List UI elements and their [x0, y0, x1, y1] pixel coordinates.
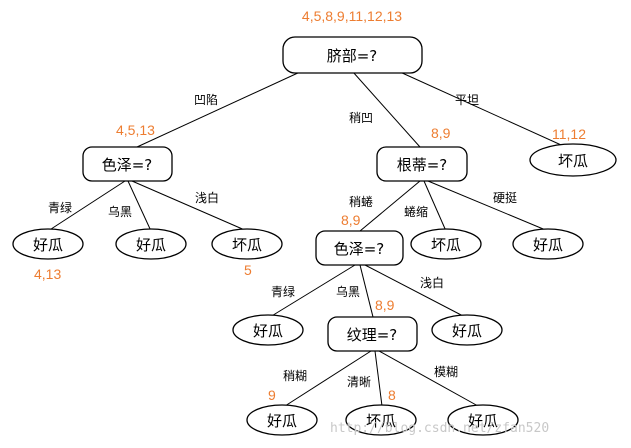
- node-label: 色泽=?: [102, 156, 153, 174]
- leaf-node-ellipse: [410, 228, 482, 260]
- edge-label-aoxian: 凹陷: [194, 92, 218, 107]
- edge-label-wuhei2: 乌黑: [336, 284, 360, 299]
- decision-node-box: [315, 230, 404, 266]
- edge-texture-to-leaf-qingxi: [374, 350, 383, 407]
- edge-root-to-root-stem: [352, 71, 421, 148]
- sample-label-good-qinglv1: 4,13: [34, 266, 61, 282]
- leaf-node-bad-flat: 坏瓜: [529, 143, 617, 177]
- decision-node-box: [327, 316, 418, 352]
- node-label: 好瓜: [267, 412, 297, 430]
- edge-root-to-color1: [136, 71, 301, 148]
- leaf-node-ellipse: [12, 228, 84, 260]
- node-label: 坏瓜: [431, 236, 461, 254]
- node-label: 好瓜: [452, 322, 482, 340]
- sample-label-root: 4,5,8,9,11,12,13: [302, 8, 402, 24]
- node-label: 好瓜: [253, 322, 283, 340]
- leaf-node-ellipse: [232, 314, 304, 346]
- leaf-node-bad-qingxi: 坏瓜: [345, 404, 417, 436]
- decision-node-box: [376, 146, 468, 182]
- edge-label-shaoao: 稍凹: [349, 111, 373, 125]
- sample-label-texture: 8,9: [375, 297, 395, 313]
- node-label: 好瓜: [468, 412, 498, 430]
- edge-label-wuhei1: 乌黑: [108, 204, 132, 219]
- decision-node-texture: 纹理=?: [327, 316, 418, 352]
- edge-color2-to-leaf-qianbai: [364, 264, 466, 318]
- watermark: http://blog.csdn.net/zfan520: [330, 421, 549, 436]
- sample-labels: 4,5,8,9,11,12,13 4,5,13 8,9 11,12 4,13 5…: [34, 8, 586, 403]
- edge-color2-to-leaf-qinglv: [269, 264, 356, 318]
- sample-label-color1: 4,5,13: [116, 122, 155, 138]
- edge-root-to-leaf-bad-flat: [399, 71, 571, 150]
- leaf-node-ellipse: [529, 143, 617, 177]
- node-label: 坏瓜: [232, 236, 262, 254]
- leaf-node-good-qianbai2: 好瓜: [431, 314, 503, 346]
- edge-lines: [47, 71, 571, 407]
- leaf-node-good-shaohu: 好瓜: [246, 404, 318, 436]
- node-label: 好瓜: [33, 236, 63, 254]
- decision-node-box: [282, 36, 423, 74]
- edge-root-stem-to-leaf-quansuo: [423, 180, 447, 232]
- leaf-node-good-qinglv2: 好瓜: [232, 314, 304, 346]
- edge-texture-to-leaf-mohu: [378, 350, 479, 407]
- leaf-node-good-wuhei1: 好瓜: [115, 228, 187, 260]
- edge-color1-to-leaf-qianbai: [131, 180, 248, 232]
- edge-color1-to-leaf-qinglv: [47, 180, 126, 232]
- node-label: 好瓜: [533, 236, 563, 254]
- leaf-node-bad-quansuo: 坏瓜: [410, 228, 482, 260]
- decision-node-color1: 色泽=?: [82, 146, 173, 182]
- edge-label-qinglv1: 青绿: [48, 200, 72, 215]
- sample-label-bad-qingxi: 8: [388, 387, 396, 403]
- edge-color1-to-leaf-wuhei: [127, 180, 152, 232]
- node-label: 根蒂=?: [397, 156, 448, 174]
- edge-label-quansuo: 蜷缩: [404, 204, 428, 219]
- leaf-node-good-qinglv1: 好瓜: [12, 228, 84, 260]
- edge-label-qingxi: 清晰: [347, 375, 371, 389]
- leaf-node-ellipse: [211, 228, 283, 260]
- edge-label-qinglv2: 青绿: [271, 284, 295, 299]
- decision-node-box: [82, 146, 173, 182]
- leaf-node-ellipse: [115, 228, 187, 260]
- edge-label-qianbai2: 浅白: [420, 275, 444, 290]
- edge-root-stem-to-leaf-yingting: [427, 180, 549, 232]
- leaf-node-ellipse: [447, 404, 519, 436]
- edge-label-pingtan: 平坦: [455, 93, 479, 107]
- sample-label-color2: 8,9: [341, 212, 361, 228]
- leaf-node-good-mohu: 好瓜: [447, 404, 519, 436]
- edge-label-shaohu: 稍糊: [283, 368, 307, 383]
- leaf-node-ellipse: [431, 314, 503, 346]
- decision-node-root-stem: 根蒂=?: [376, 146, 468, 182]
- decision-node-root: 脐部=?: [282, 36, 423, 74]
- sample-label-good-shaohu: 9: [268, 387, 276, 403]
- edge-labels: 凹陷 稍凹 平坦 青绿 乌黑 浅白 稍蜷 蜷缩 硬挺 青绿 乌黑 浅白 稍糊 清…: [48, 92, 517, 389]
- edge-color2-to-texture: [359, 264, 374, 318]
- edge-label-yingting: 硬挺: [493, 190, 517, 205]
- edge-label-shaoquan: 稍蜷: [349, 195, 373, 209]
- leaf-node-ellipse: [246, 404, 318, 436]
- leaf-node-ellipse: [512, 228, 584, 260]
- node-label: 坏瓜: [366, 412, 396, 430]
- edge-root-stem-to-color2: [359, 180, 421, 232]
- edge-label-qianbai1: 浅白: [195, 190, 219, 205]
- node-label: 脐部=?: [327, 47, 378, 65]
- leaf-node-good-yingting: 好瓜: [512, 228, 584, 260]
- sample-label-bad-qianbai1: 5: [244, 262, 252, 278]
- node-label: 纹理=?: [347, 326, 398, 344]
- sample-label-bad-flat: 11,12: [552, 126, 586, 142]
- edge-texture-to-leaf-shaohu: [284, 350, 372, 407]
- sample-label-root-stem: 8,9: [431, 125, 451, 141]
- leaf-node-ellipse: [345, 404, 417, 436]
- edge-label-mohu: 模糊: [434, 364, 458, 379]
- node-label: 好瓜: [136, 236, 166, 254]
- node-label: 坏瓜: [558, 152, 588, 170]
- decision-node-color2: 色泽=?: [315, 230, 404, 266]
- leaf-node-bad-qianbai1: 坏瓜: [211, 228, 283, 260]
- node-label: 色泽=?: [334, 240, 385, 258]
